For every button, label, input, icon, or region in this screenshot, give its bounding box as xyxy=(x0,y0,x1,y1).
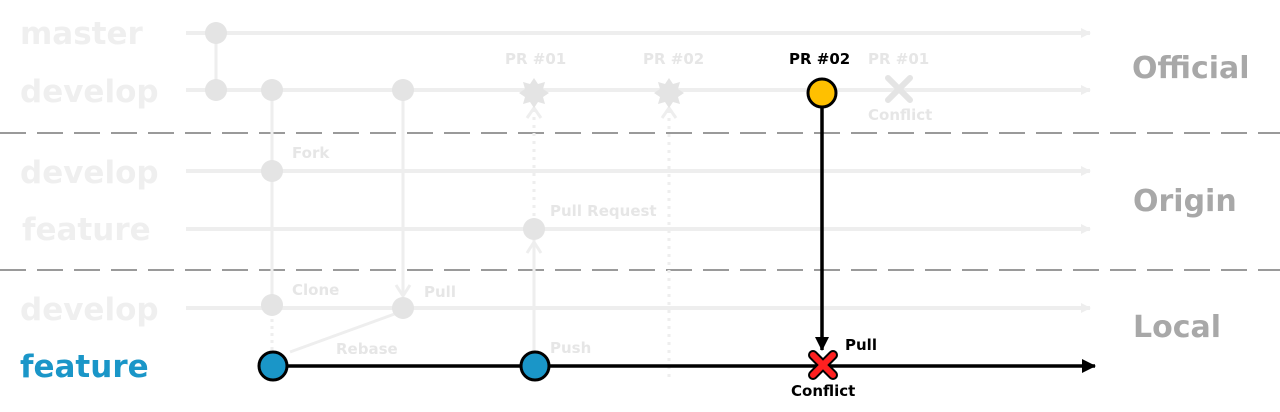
node-develop-commit-2 xyxy=(261,79,283,101)
connector-rebase xyxy=(289,310,401,354)
label-pr02-faded: PR #02 xyxy=(643,50,704,68)
faded-merge-nodes xyxy=(519,78,684,108)
merge-star-pr01 xyxy=(519,78,549,108)
label-pull-active: Pull xyxy=(845,336,877,354)
pull-arrow-head xyxy=(394,284,412,299)
node-local-pull xyxy=(392,297,414,319)
lane-label-official-master: master xyxy=(20,16,144,52)
label-push: Push xyxy=(550,339,591,357)
pr01-arrow-head xyxy=(525,105,543,119)
faded-branch-lines xyxy=(186,28,1091,313)
node-develop-commit-3 xyxy=(392,79,414,101)
lane-label-local-develop: develop xyxy=(20,292,159,328)
node-pr02-official xyxy=(806,77,838,109)
label-fork: Fork xyxy=(292,144,330,162)
merge-star-pr02 xyxy=(654,78,684,108)
zone-label-origin: Origin xyxy=(1133,184,1237,219)
label-pull-request: Pull Request xyxy=(550,202,657,220)
node-origin-feature xyxy=(523,218,545,240)
label-pr02-active: PR #02 xyxy=(789,50,850,68)
node-feature-push xyxy=(519,350,551,382)
lane-label-official-develop: develop xyxy=(20,74,159,110)
faded-conflict-x-icon xyxy=(885,75,913,103)
node-local-clone xyxy=(261,294,283,316)
node-origin-fork xyxy=(261,160,283,182)
lane-label-origin-feature: feature xyxy=(22,212,151,248)
label-clone: Clone xyxy=(292,281,339,299)
push-arrow-head xyxy=(525,239,543,254)
node-feature-start xyxy=(257,350,289,382)
label-pull-faded: Pull xyxy=(424,283,456,301)
faded-nodes xyxy=(205,22,545,319)
lane-label-local-feature: feature xyxy=(20,349,149,385)
zone-label-local: Local xyxy=(1133,310,1221,345)
label-official-conflict: Conflict xyxy=(868,106,932,124)
zone-label-official: Official xyxy=(1132,51,1250,86)
label-local-conflict: Conflict xyxy=(791,382,855,400)
node-develop-commit-1 xyxy=(205,79,227,101)
lane-label-origin-develop: develop xyxy=(20,155,159,191)
label-rebase: Rebase xyxy=(336,340,398,358)
label-pr01-conflict-faded: PR #01 xyxy=(868,50,929,68)
node-master-commit xyxy=(205,22,227,44)
conflict-x-icon xyxy=(808,350,838,380)
label-pr01-faded: PR #01 xyxy=(505,50,566,68)
faded-connectors xyxy=(214,33,678,380)
